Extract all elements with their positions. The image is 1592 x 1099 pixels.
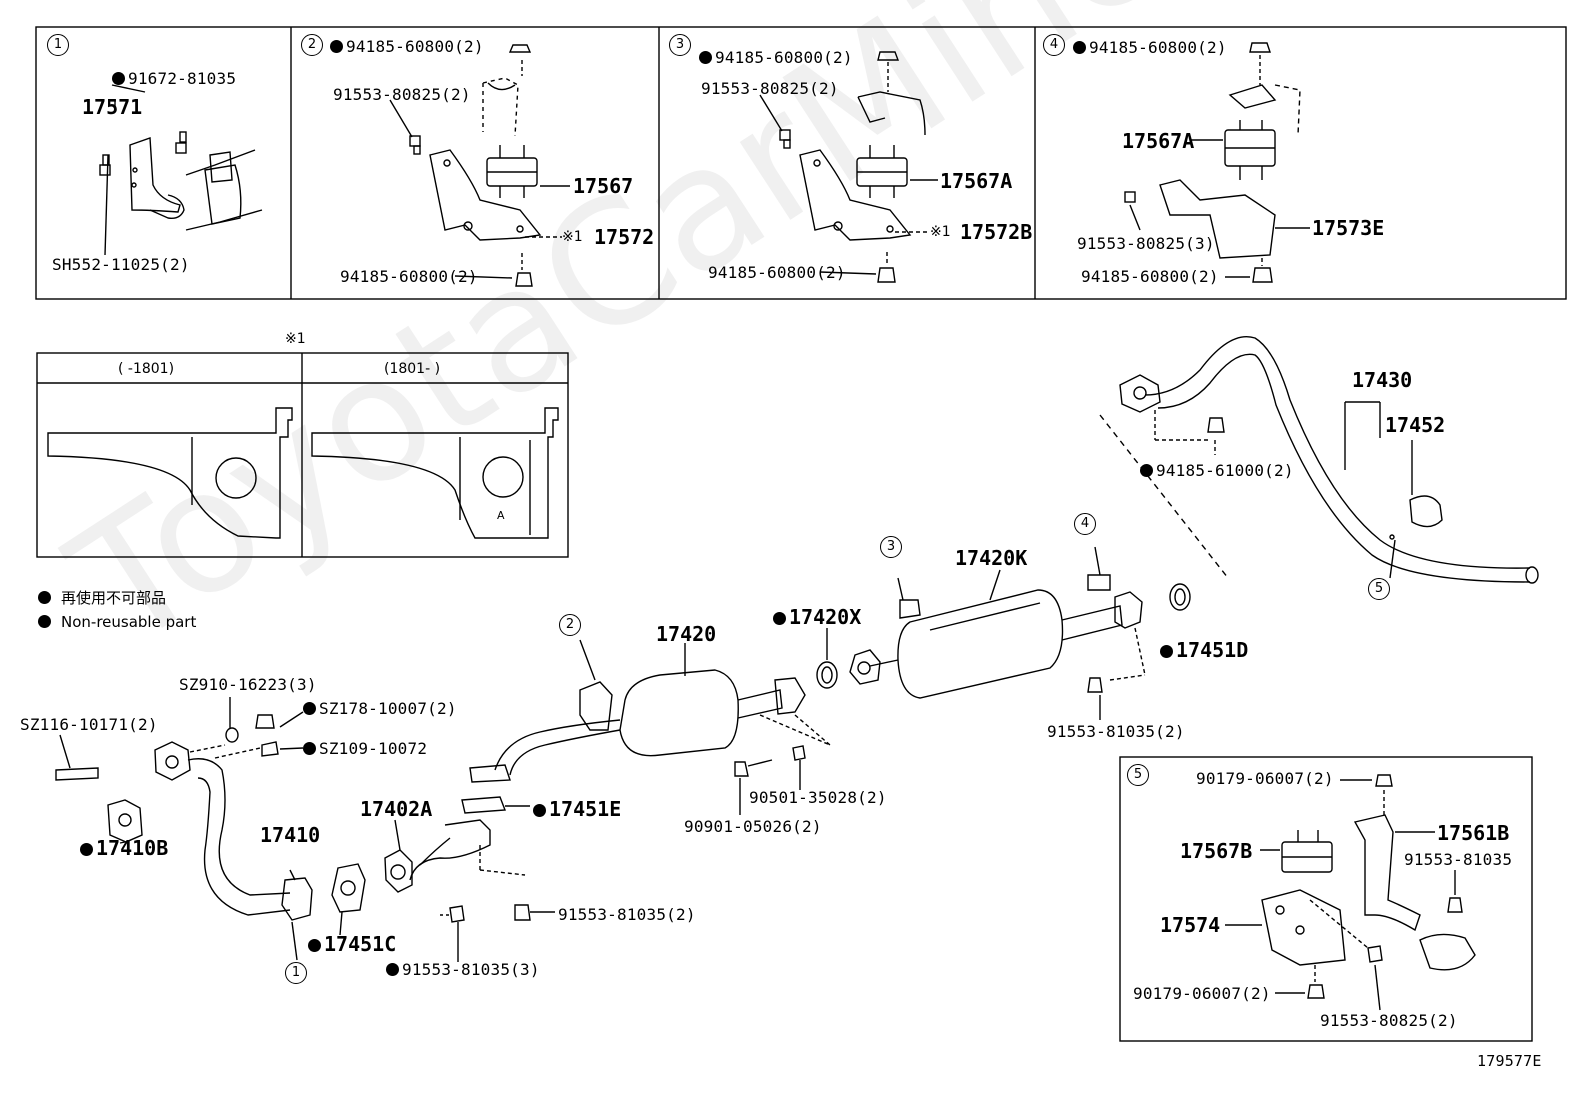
part-label-17572[interactable]: 17572 xyxy=(594,225,655,249)
part-label-91553-81035-3[interactable]: 91553-81035(3) xyxy=(386,961,540,979)
part-label-17451C[interactable]: 17451C xyxy=(308,933,396,955)
part-label-91553-81035-2-center[interactable]: 91553-81035(2) xyxy=(558,905,696,924)
callout-4[interactable]: 4 xyxy=(1074,513,1096,535)
part-label-90179-06007-top[interactable]: 90179-06007(2) xyxy=(1196,769,1334,788)
part-label-91553-81035-2-right[interactable]: 91553-81035(2) xyxy=(1047,722,1185,741)
legend-jp-text: 再使用不可部品 xyxy=(61,589,167,607)
part-label-sz178-10007[interactable]: SZ178-10007(2) xyxy=(303,700,457,718)
panel-number-5: 5 xyxy=(1127,764,1149,786)
top-panels-frame xyxy=(35,26,1567,300)
part-label-90501-35028[interactable]: 90501-35028(2) xyxy=(749,788,887,807)
part-label-91553-80825[interactable]: 91553-80825(3) xyxy=(1077,234,1215,253)
diagram-id: 179577E xyxy=(1477,1052,1542,1070)
part-label-17561B[interactable]: 17561B xyxy=(1437,821,1510,845)
part-label-91672-81035[interactable]: 91672-81035 xyxy=(112,70,236,88)
part-label-17571[interactable]: 17571 xyxy=(82,95,143,119)
part-label-sz116-10171[interactable]: SZ116-10171(2) xyxy=(20,715,158,734)
legend-en-text: Non-reusable part xyxy=(61,613,197,631)
note-marker: ※1 xyxy=(562,229,583,245)
part-label-17420K[interactable]: 17420K xyxy=(955,546,1028,570)
legend-jp: 再使用不可部品 xyxy=(38,589,166,607)
panel5-frame xyxy=(1119,756,1533,1042)
part-label-94185-60800-bottom[interactable]: 94185-60800(2) xyxy=(340,267,478,286)
part-label-17420X[interactable]: 17420X xyxy=(773,606,861,628)
main-drawing xyxy=(55,336,1539,962)
panel-number-4: 4 xyxy=(1043,34,1065,56)
part-label-90901-05026[interactable]: 90901-05026(2) xyxy=(684,817,822,836)
part-label-94185-60800-bottom[interactable]: 94185-60800(2) xyxy=(708,263,846,282)
part-label-17402A[interactable]: 17402A xyxy=(360,797,433,821)
part-label-91553-80825[interactable]: 91553-80825(2) xyxy=(701,79,839,98)
part-label-17567[interactable]: 17567 xyxy=(573,174,634,198)
part-label-94185-60800-top[interactable]: 94185-60800(2) xyxy=(1073,39,1227,57)
panel2-drawing xyxy=(389,44,570,287)
part-label-17410[interactable]: 17410 xyxy=(260,823,321,847)
part-label-91553-81035[interactable]: 91553-81035 xyxy=(1404,850,1513,869)
part-label-sz910-16223[interactable]: SZ910-16223(3) xyxy=(179,675,317,694)
legend-en: Non-reusable part xyxy=(38,613,196,631)
panel-number-1: 1 xyxy=(47,34,69,56)
panel4-drawing xyxy=(1124,42,1310,283)
part-label-94185-60800-top[interactable]: 94185-60800(2) xyxy=(699,49,853,67)
part-label-17451D[interactable]: 17451D xyxy=(1160,639,1248,661)
part-label-sz109-10072[interactable]: SZ109-10072 xyxy=(303,740,427,758)
panel3-drawing xyxy=(759,51,938,283)
part-label-17420[interactable]: 17420 xyxy=(656,622,717,646)
part-label-17452[interactable]: 17452 xyxy=(1385,413,1446,437)
part-label-17567B[interactable]: 17567B xyxy=(1180,839,1253,863)
part-label-sh552-11025[interactable]: SH552-11025(2) xyxy=(52,255,190,274)
part-label-17572B[interactable]: 17572B xyxy=(960,220,1033,244)
part-label-94185-60800-bottom[interactable]: 94185-60800(2) xyxy=(1081,267,1219,286)
inset-mark-a: A xyxy=(497,509,505,522)
panel-number-2: 2 xyxy=(301,34,323,56)
part-label-90179-06007-bottom[interactable]: 90179-06007(2) xyxy=(1133,984,1271,1003)
part-label-17410B[interactable]: 17410B xyxy=(80,837,168,859)
panel5-drawing xyxy=(1225,774,1476,1011)
part-label-17451E[interactable]: 17451E xyxy=(533,798,621,820)
inset-note-marker: ※1 xyxy=(285,331,306,347)
bullet-icon xyxy=(38,615,51,628)
panel1-drawing xyxy=(99,84,263,256)
part-label-17574[interactable]: 17574 xyxy=(1160,913,1221,937)
callout-3[interactable]: 3 xyxy=(880,536,902,558)
note-marker: ※1 xyxy=(930,224,951,240)
callout-2[interactable]: 2 xyxy=(559,614,581,636)
callout-1[interactable]: 1 xyxy=(285,962,307,984)
inset-left-header: ( -1801) xyxy=(118,361,175,377)
bullet-icon xyxy=(38,591,51,604)
part-label-94185-60800-top[interactable]: 94185-60800(2) xyxy=(330,38,484,56)
part-label-17567A[interactable]: 17567A xyxy=(1122,129,1195,153)
panel-number-3: 3 xyxy=(669,34,691,56)
inset-right-header: (1801- ) xyxy=(384,361,441,377)
part-label-17573E[interactable]: 17573E xyxy=(1312,216,1385,240)
callout-5[interactable]: 5 xyxy=(1368,578,1390,600)
part-label-17567A[interactable]: 17567A xyxy=(940,169,1013,193)
part-label-91553-80825[interactable]: 91553-80825(2) xyxy=(1320,1011,1458,1030)
part-label-91553-80825[interactable]: 91553-80825(2) xyxy=(333,85,471,104)
part-label-17430[interactable]: 17430 xyxy=(1352,368,1413,392)
part-label-94185-61000[interactable]: 94185-61000(2) xyxy=(1140,462,1294,480)
